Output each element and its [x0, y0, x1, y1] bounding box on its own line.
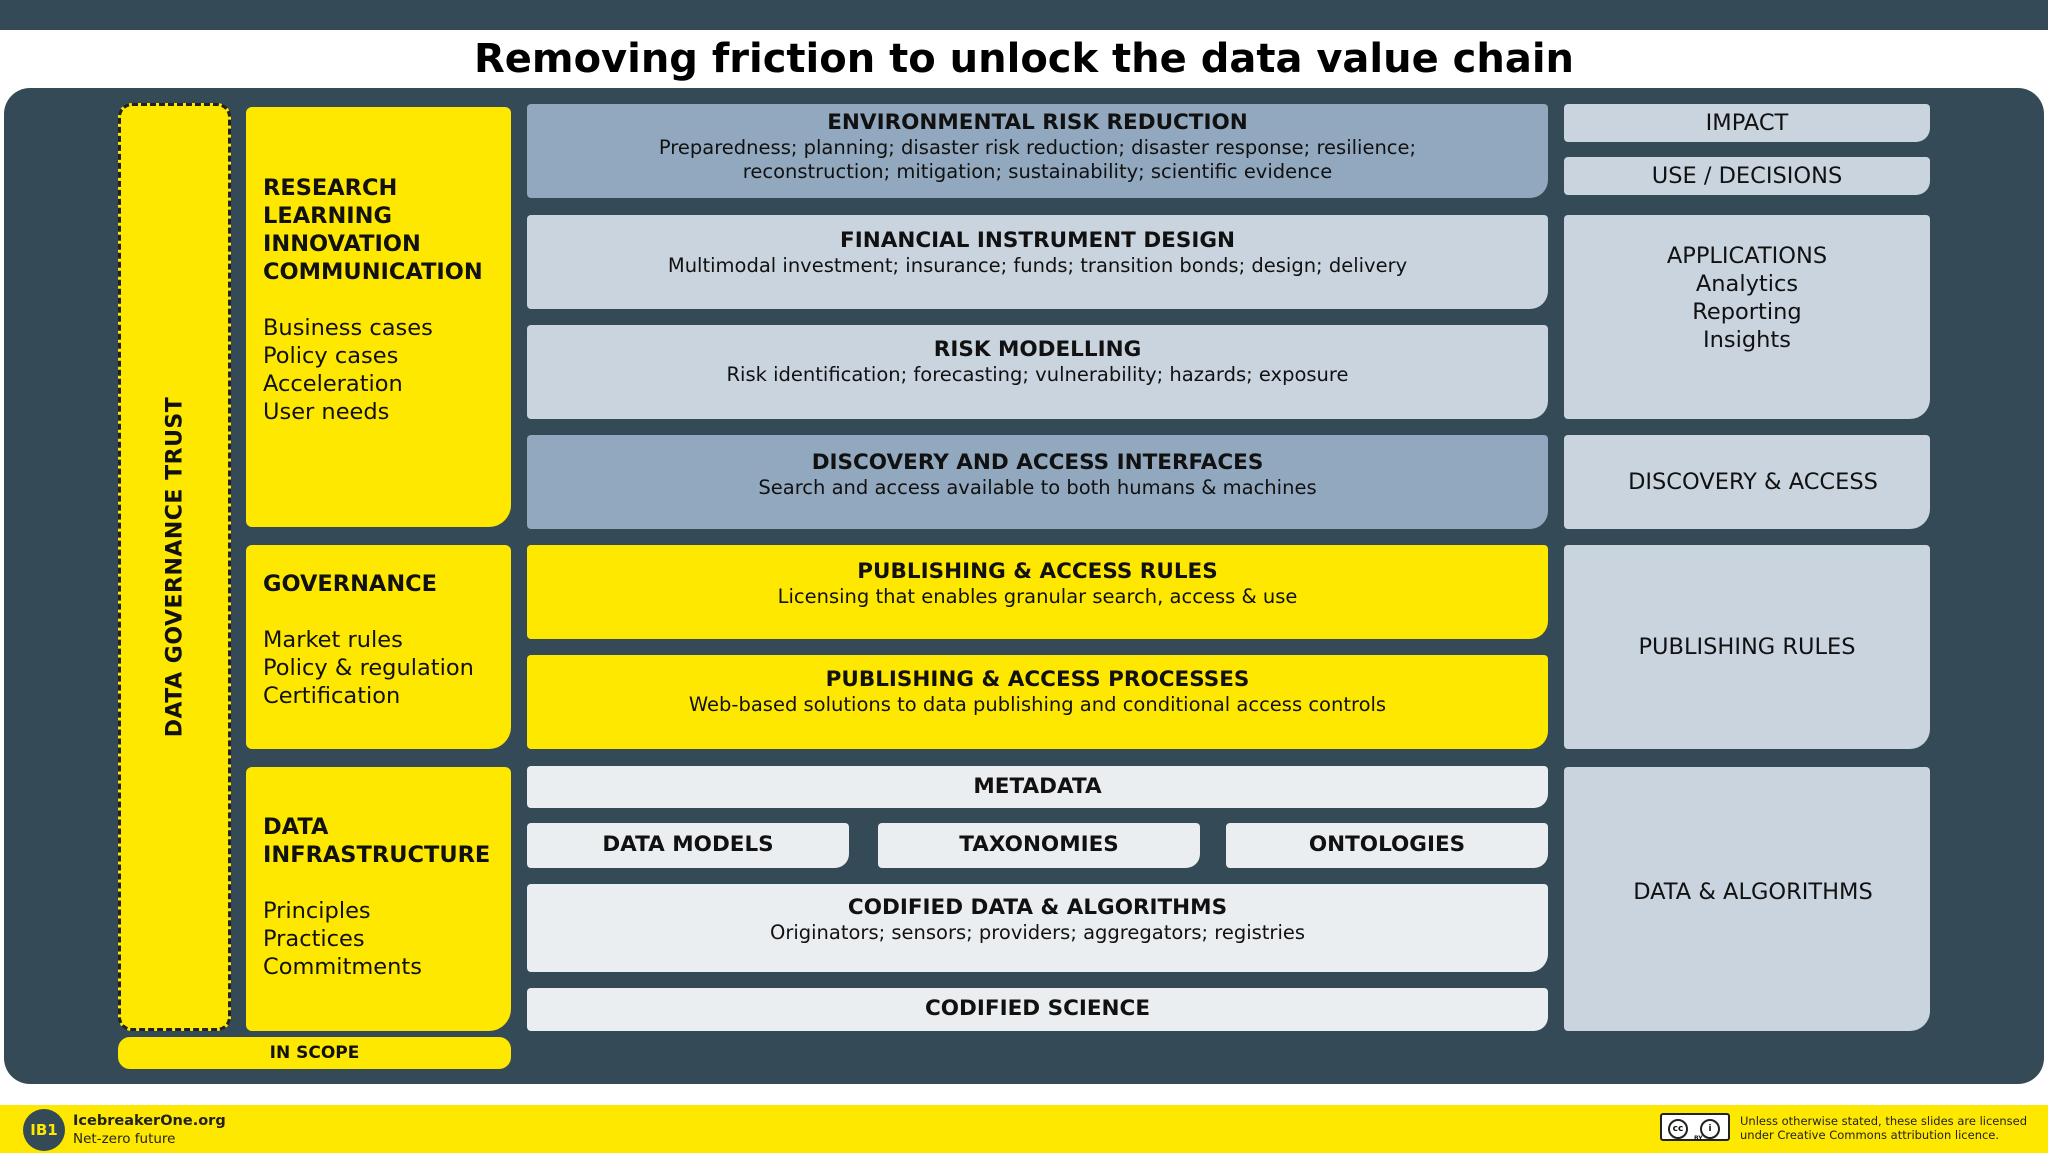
- use-decisions-box: USE / DECISIONS: [1564, 157, 1930, 195]
- publishing-rules-box: PUBLISHING RULES: [1564, 545, 1930, 749]
- row-title: DISCOVERY AND ACCESS INTERFACES: [811, 450, 1264, 475]
- environmental-risk-reduction-row: ENVIRONMENTAL RISK REDUCTION Preparednes…: [527, 104, 1548, 198]
- row-subtitle: Licensing that enables granular search, …: [777, 585, 1298, 608]
- taxonomies-box: TAXONOMIES: [878, 823, 1200, 868]
- cc-circle-icon: cc: [1668, 1119, 1688, 1139]
- applications-box: APPLICATIONS Analytics Reporting Insight…: [1564, 215, 1930, 419]
- data-algorithms-label: DATA & ALGORITHMS: [1633, 879, 1873, 905]
- research-item: Acceleration: [263, 371, 403, 397]
- top-bar: [0, 0, 2048, 30]
- applications-item: Analytics: [1695, 271, 1799, 297]
- license-line: under Creative Commons attribution licen…: [1740, 1128, 2000, 1142]
- row-subtitle: Originators; sensors; providers; aggrega…: [769, 921, 1306, 944]
- codified-data-algorithms-row: CODIFIED DATA & ALGORITHMS Originators; …: [527, 884, 1548, 972]
- research-item: Policy cases: [263, 343, 399, 369]
- impact-box: IMPACT: [1564, 104, 1930, 142]
- codified-science-row: CODIFIED SCIENCE: [527, 988, 1548, 1031]
- discovery-access-interfaces-row: DISCOVERY AND ACCESS INTERFACES Search a…: [527, 435, 1548, 529]
- row-subtitle: Web-based solutions to data publishing a…: [688, 693, 1387, 716]
- in-scope-label: IN SCOPE: [118, 1037, 511, 1069]
- applications-label: APPLICATIONS: [1666, 243, 1828, 269]
- risk-modelling-row: RISK MODELLING Risk identification; fore…: [527, 325, 1548, 419]
- row-subtitle: Risk identification; forecasting; vulner…: [726, 363, 1349, 386]
- research-heading: RESEARCH LEARNING INNOVATION COMMUNICATI…: [263, 175, 483, 285]
- data-infrastructure-item: Principles: [263, 898, 371, 924]
- cc-by-text: BY: [1694, 1135, 1703, 1142]
- data-infrastructure-item: Practices: [263, 926, 365, 952]
- discovery-access-label: DISCOVERY & ACCESS: [1628, 469, 1878, 495]
- data-infrastructure-box: DATA INFRASTRUCTURE Principles Practices…: [246, 767, 511, 1031]
- research-item: Business cases: [263, 315, 433, 341]
- org-tagline: Net-zero future: [73, 1131, 176, 1147]
- governance-heading: GOVERNANCE: [263, 571, 438, 597]
- row-subtitle: Search and access available to both huma…: [758, 476, 1317, 499]
- publishing-access-rules-row: PUBLISHING & ACCESS RULES Licensing that…: [527, 545, 1548, 639]
- governance-item: Market rules: [263, 627, 403, 653]
- data-governance-trust-label: DATA GOVERNANCE TRUST: [162, 396, 187, 738]
- publishing-access-processes-row: PUBLISHING & ACCESS PROCESSES Web-based …: [527, 655, 1548, 749]
- impact-label: IMPACT: [1705, 110, 1789, 136]
- data-models-box: DATA MODELS: [527, 823, 849, 868]
- financial-instrument-design-row: FINANCIAL INSTRUMENT DESIGN Multimodal i…: [527, 215, 1548, 309]
- research-item: User needs: [263, 399, 390, 425]
- row-subtitle: Preparedness; planning; disaster risk re…: [658, 136, 1417, 159]
- applications-item: Reporting: [1692, 299, 1802, 325]
- org-name: IcebreakerOne.org: [73, 1113, 226, 1129]
- row-title: FINANCIAL INSTRUMENT DESIGN: [840, 228, 1235, 253]
- creative-commons-icon: cc i BY: [1660, 1113, 1730, 1142]
- row-title: METADATA: [973, 774, 1102, 799]
- data-infrastructure-heading: DATA INFRASTRUCTURE: [263, 814, 491, 868]
- taxonomies-label: TAXONOMIES: [959, 832, 1119, 857]
- governance-item: Certification: [263, 683, 401, 709]
- row-title: PUBLISHING & ACCESS RULES: [857, 559, 1218, 584]
- ontologies-label: ONTOLOGIES: [1308, 832, 1466, 857]
- publishing-rules-label: PUBLISHING RULES: [1638, 634, 1856, 660]
- row-subtitle: Multimodal investment; insurance; funds;…: [667, 254, 1408, 277]
- row-title: ENVIRONMENTAL RISK REDUCTION: [827, 110, 1248, 135]
- row-title: CODIFIED DATA & ALGORITHMS: [847, 895, 1228, 920]
- row-title: PUBLISHING & ACCESS PROCESSES: [825, 667, 1250, 692]
- governance-box: GOVERNANCE Market rules Policy & regulat…: [246, 545, 511, 749]
- discovery-access-box: DISCOVERY & ACCESS: [1564, 435, 1930, 529]
- research-box: RESEARCH LEARNING INNOVATION COMMUNICATI…: [246, 107, 511, 527]
- applications-item: Insights: [1703, 327, 1791, 353]
- data-governance-trust-column: DATA GOVERNANCE TRUST: [118, 103, 231, 1031]
- metadata-row: METADATA: [527, 766, 1548, 808]
- ib1-logo: IB1: [23, 1109, 65, 1151]
- data-algorithms-box: DATA & ALGORITHMS: [1564, 767, 1930, 1031]
- data-infrastructure-item: Commitments: [263, 954, 422, 980]
- by-person-icon: i: [1700, 1119, 1720, 1139]
- license-text: Unless otherwise stated, these slides ar…: [1740, 1114, 2040, 1142]
- row-title: CODIFIED SCIENCE: [924, 996, 1150, 1021]
- data-models-label: DATA MODELS: [602, 832, 774, 857]
- page-title: Removing friction to unlock the data val…: [473, 36, 1575, 82]
- use-decisions-label: USE / DECISIONS: [1651, 163, 1843, 189]
- license-line: Unless otherwise stated, these slides ar…: [1740, 1114, 2028, 1128]
- governance-item: Policy & regulation: [263, 655, 474, 681]
- row-subtitle: reconstruction; mitigation; sustainabili…: [742, 160, 1333, 183]
- row-title: RISK MODELLING: [933, 337, 1142, 362]
- ontologies-box: ONTOLOGIES: [1226, 823, 1548, 868]
